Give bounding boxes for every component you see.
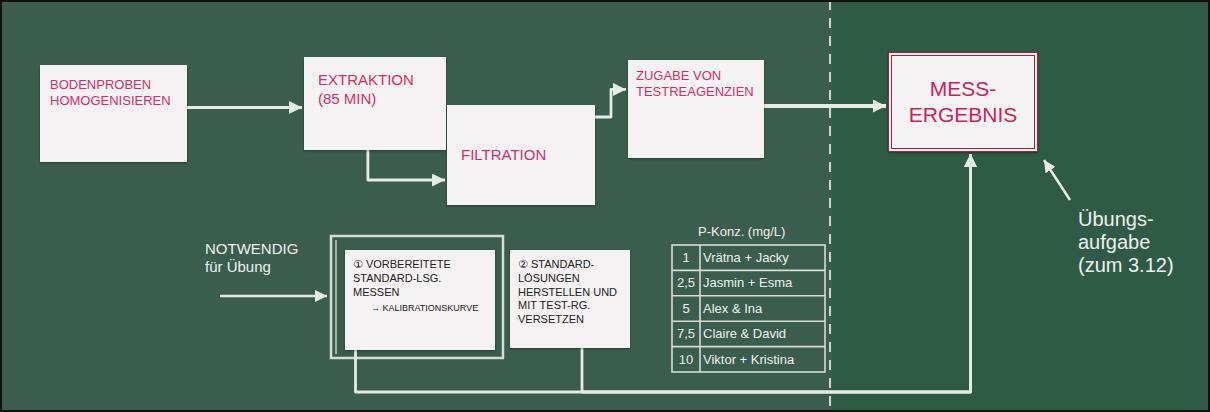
flow-arrow: [764, 104, 886, 108]
flow-arrow: [187, 106, 302, 109]
table-cell: Viktor + Kristina: [703, 347, 824, 372]
table-cell: 7,5: [672, 321, 700, 346]
node-text: ② STANDARD-LÖSUNGEN HERSTELLEN UND MIT T…: [518, 258, 622, 327]
table-cell: Vrätna + Jacky: [703, 245, 824, 270]
process-card: BODENPROBEN HOMOGENISIEREN: [40, 65, 187, 162]
process-card: FILTRATION: [447, 105, 595, 205]
table-cell: 10: [672, 347, 700, 372]
table-header: P-Konz. (mg/L): [698, 224, 828, 240]
chalk-note: Übungs-aufgabe (zum 3.12): [1078, 208, 1186, 277]
node-text: MESS-ERGEBNIS: [902, 76, 1024, 129]
table-cell: 5: [672, 296, 700, 321]
leader-arrow: [1044, 160, 1070, 200]
node-text: ZUGABE VON TESTREAGENZIEN: [636, 68, 756, 101]
step-card: ② STANDARD-LÖSUNGEN HERSTELLEN UND MIT T…: [510, 250, 630, 348]
leader-arrow: [220, 295, 327, 298]
table-row-line: [672, 270, 825, 272]
flow-arrow: [582, 154, 971, 392]
chalk-bracket-box: [331, 236, 503, 358]
dashed-divider: [829, 0, 831, 412]
table-column-line: [699, 245, 701, 372]
flow-arrow: [595, 89, 626, 117]
chalk-note: NOTWENDIG für Übung: [205, 240, 315, 276]
table-row-line: [672, 295, 825, 297]
chalk-table-grid: [672, 245, 825, 372]
process-card: EXTRAKTION (85 MIN): [304, 57, 446, 150]
table-border: [672, 245, 825, 372]
table-cell: Jasmin + Esma: [703, 270, 824, 295]
step-card: ① VORBEREITETE STANDARD-LSG. MESSEN → KAL…: [345, 250, 495, 350]
table-cell: 2,5: [672, 270, 700, 295]
table-cell: 1: [672, 245, 700, 270]
table-row-line: [672, 346, 825, 348]
table-row-line: [672, 320, 825, 322]
chalk-bracket-line: [335, 240, 337, 354]
result-card: MESS-ERGEBNIS: [888, 52, 1038, 152]
node-text: BODENPROBEN HOMOGENISIEREN: [50, 77, 177, 110]
process-card: ZUGABE VON TESTREAGENZIEN: [628, 60, 764, 158]
table-cell: Alex & Ina: [703, 296, 824, 321]
table-cell: Claire & David: [703, 321, 824, 346]
right-board-panel: [832, 0, 1210, 412]
node-text: FILTRATION: [461, 146, 581, 165]
node-text: ① VORBEREITETE STANDARD-LSG. MESSEN: [353, 258, 487, 299]
node-text: EXTRAKTION (85 MIN): [318, 71, 432, 109]
node-text: → KALIBRATIONSKURVE: [353, 303, 487, 314]
flow-arrow: [368, 150, 445, 180]
